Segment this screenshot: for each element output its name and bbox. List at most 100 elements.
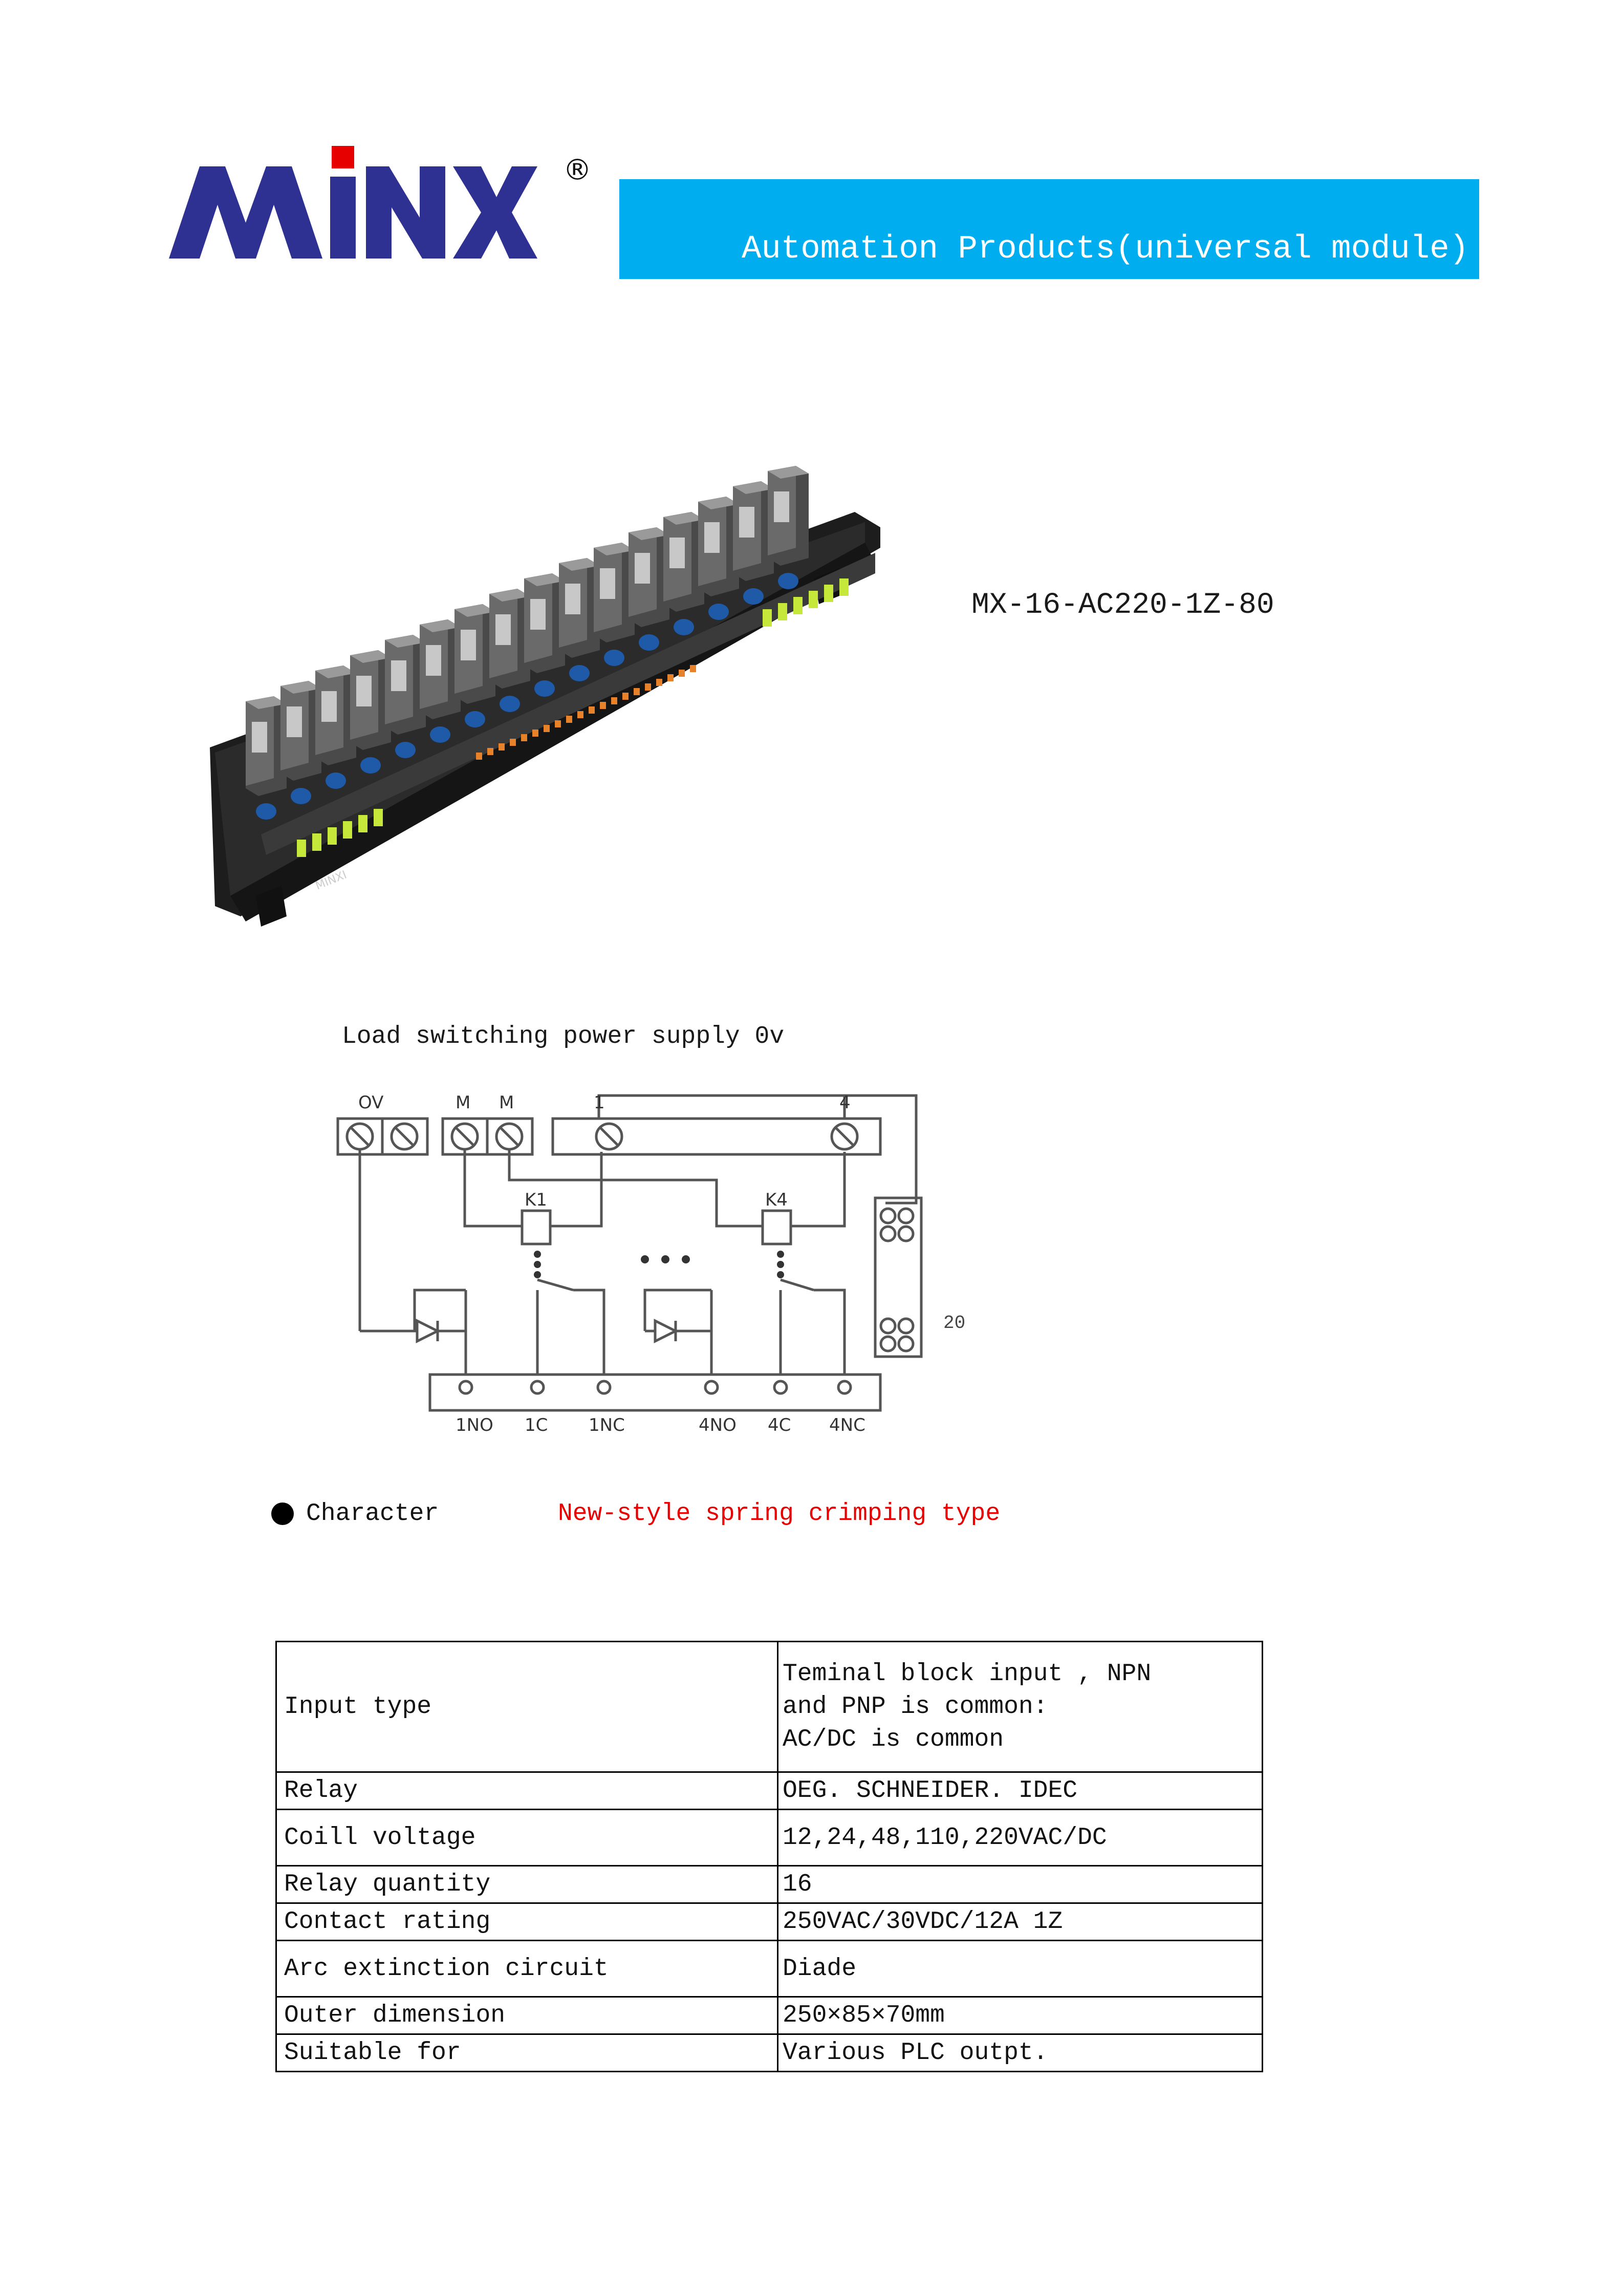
orange-terminal	[577, 711, 583, 718]
character-label: Character	[306, 1500, 439, 1528]
varistor	[778, 573, 798, 589]
orange-terminal	[521, 734, 527, 741]
spec-key: Arc extinction circuit	[275, 1940, 778, 1998]
orange-terminal	[487, 748, 493, 755]
orange-terminal	[555, 720, 561, 727]
orange-terminal	[589, 706, 595, 714]
relay	[768, 466, 809, 566]
wiring-diagram: OV M M 1 4 K1 K4 1NO 1C 1NC 4NO 4C 4NC	[336, 1092, 923, 1435]
registered-mark: ®	[563, 154, 592, 187]
varistor	[256, 803, 276, 820]
relay	[280, 681, 321, 781]
orange-terminal	[499, 743, 505, 750]
varistor	[395, 742, 416, 758]
terminal-led	[312, 833, 321, 851]
spec-value: Teminal block input , NPN and PNP is com…	[777, 1641, 1263, 1773]
character-value: New-style spring crimping type	[558, 1500, 1001, 1528]
diagram-caption: Load switching power supply 0v	[342, 1023, 785, 1050]
terminal-led	[793, 597, 803, 614]
terminal-label-m1: M	[456, 1092, 470, 1113]
terminal-label-1: 1	[594, 1092, 605, 1113]
bottom-label-4nc: 4NC	[829, 1415, 865, 1435]
relay	[698, 497, 739, 596]
relay-label-k1: K1	[525, 1190, 547, 1210]
table-row: Suitable for Various PLC outpt.	[275, 2033, 1263, 2072]
bottom-label-4c: 4C	[768, 1415, 791, 1435]
relay	[559, 558, 600, 658]
terminal-led	[824, 585, 833, 602]
spec-key: Outer dimension	[275, 1996, 778, 2035]
relay	[350, 650, 391, 750]
relay-module-photo: MINXI	[210, 466, 880, 927]
table-row: Relay OEG. SCHNEIDER. IDEC	[275, 1771, 1263, 1810]
orange-terminal	[600, 702, 606, 709]
bottom-label-1c: 1C	[525, 1415, 548, 1435]
orange-terminal	[622, 693, 629, 700]
table-row: Contact rating 250VAC/30VDC/12A 1Z	[275, 1902, 1263, 1941]
spec-value: 16	[777, 1865, 1263, 1904]
varistor	[291, 788, 311, 804]
relay	[733, 481, 774, 581]
spec-value: OEG. SCHNEIDER. IDEC	[777, 1771, 1263, 1810]
orange-terminal	[532, 729, 538, 737]
product-model: MX-16-AC220-1Z-80	[971, 589, 1274, 622]
terminal-led	[328, 827, 337, 845]
relay	[594, 543, 635, 642]
varistor	[604, 650, 624, 666]
relay	[246, 696, 287, 796]
spec-key: Coill voltage	[275, 1809, 778, 1866]
varistor	[569, 665, 590, 681]
orange-terminal	[645, 683, 651, 691]
varistor	[674, 619, 694, 635]
relay	[385, 635, 426, 735]
table-row: Arc extinction circuit Diade	[275, 1940, 1263, 1998]
relay	[524, 573, 565, 673]
relay	[489, 589, 530, 689]
orange-terminal	[566, 716, 572, 723]
orange-terminal	[656, 679, 662, 686]
terminal-led	[763, 609, 772, 627]
banner-title: Automation Products(universal module)	[741, 231, 1469, 268]
spec-value: Diade	[777, 1940, 1263, 1998]
spec-value: 250VAC/30VDC/12A 1Z	[777, 1902, 1263, 1941]
table-row: Coill voltage 12,24,48,110,220VAC/DC	[275, 1809, 1263, 1866]
relay	[315, 666, 356, 765]
varistor	[534, 680, 555, 697]
terminal-label-m2: M	[499, 1092, 514, 1113]
header-banner: Automation Products(universal module)	[619, 179, 1479, 279]
terminal-led	[778, 603, 787, 620]
spec-value: Various PLC outpt.	[777, 2033, 1263, 2072]
orange-terminal	[667, 674, 674, 681]
terminal-led	[839, 578, 849, 596]
relay	[420, 619, 461, 719]
spec-value: 12,24,48,110,220VAC/DC	[777, 1809, 1263, 1866]
varistor	[465, 711, 485, 727]
varistor	[360, 757, 381, 774]
varistor	[326, 773, 346, 789]
table-row: Relay quantity 16	[275, 1865, 1263, 1904]
spec-key: Relay quantity	[275, 1865, 778, 1904]
relay-label-k4: K4	[765, 1190, 788, 1210]
spec-key: Suitable for	[275, 2033, 778, 2072]
table-row: Input type Teminal block input , NPN and…	[275, 1641, 1263, 1773]
diagram-side-label: 20	[943, 1313, 966, 1334]
relay	[663, 512, 704, 612]
varistor	[500, 696, 520, 712]
spec-key: Input type	[275, 1641, 778, 1773]
terminal-label-ov: OV	[358, 1092, 383, 1113]
orange-terminal	[611, 697, 617, 704]
orange-terminal	[690, 665, 696, 672]
terminal-label-4: 4	[839, 1092, 851, 1113]
spec-key: Contact rating	[275, 1902, 778, 1941]
terminal-led	[297, 840, 306, 857]
orange-terminal	[476, 753, 482, 760]
terminal-led	[343, 821, 352, 839]
orange-terminal	[679, 670, 685, 677]
terminal-led	[809, 591, 818, 608]
orange-terminal	[544, 725, 550, 732]
orange-terminal	[634, 688, 640, 695]
table-row: Outer dimension 250×85×70mm	[275, 1996, 1263, 2035]
relay	[629, 527, 669, 627]
bullet-icon	[271, 1503, 294, 1525]
varistor	[430, 726, 450, 743]
